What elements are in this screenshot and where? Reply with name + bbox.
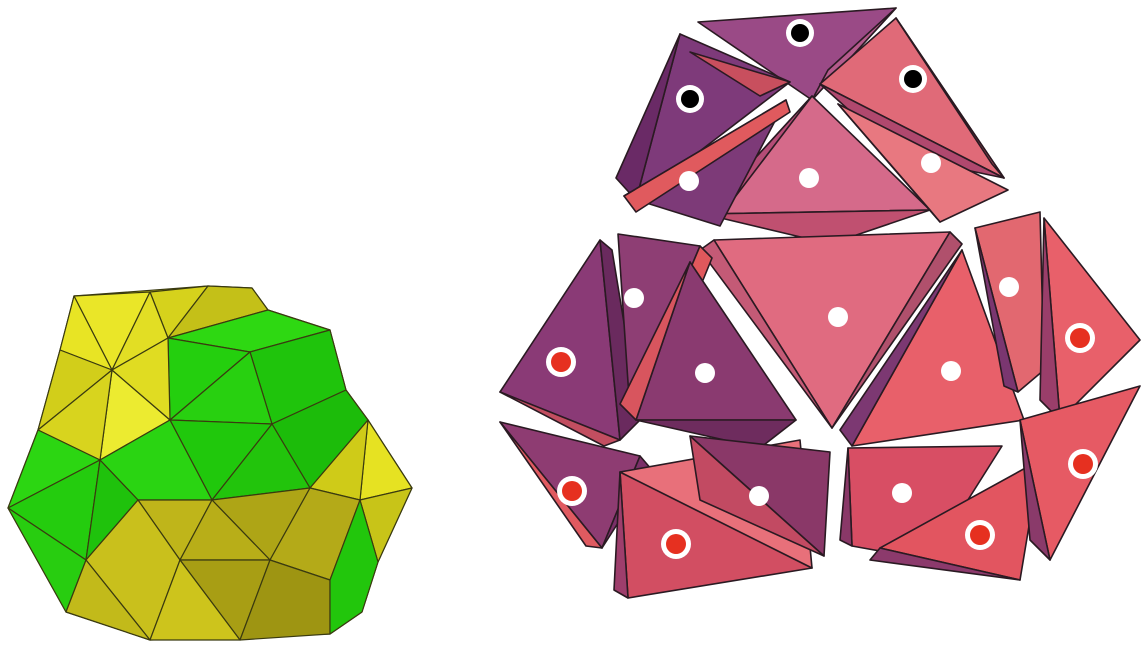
white-marker: [892, 483, 912, 503]
red-marker: [661, 529, 691, 559]
white-marker: [749, 486, 769, 506]
white-marker: [695, 363, 715, 383]
red-marker: [546, 347, 576, 377]
black-marker: [899, 65, 927, 93]
red-marker: [1068, 449, 1098, 479]
red-marker: [1065, 323, 1095, 353]
white-marker: [828, 307, 848, 327]
white-marker: [799, 168, 819, 188]
white-marker: [921, 153, 941, 173]
white-marker: [624, 288, 644, 308]
black-marker: [676, 85, 704, 113]
red-marker: [965, 520, 995, 550]
yellow-green-polyhedron: [8, 286, 412, 640]
white-marker: [679, 171, 699, 191]
tetrahedra-cluster: [500, 8, 1140, 598]
black-marker: [786, 19, 814, 47]
white-marker: [999, 277, 1019, 297]
white-marker: [941, 361, 961, 381]
red-marker: [557, 476, 587, 506]
tetrahedron-left-middle: [500, 240, 640, 446]
